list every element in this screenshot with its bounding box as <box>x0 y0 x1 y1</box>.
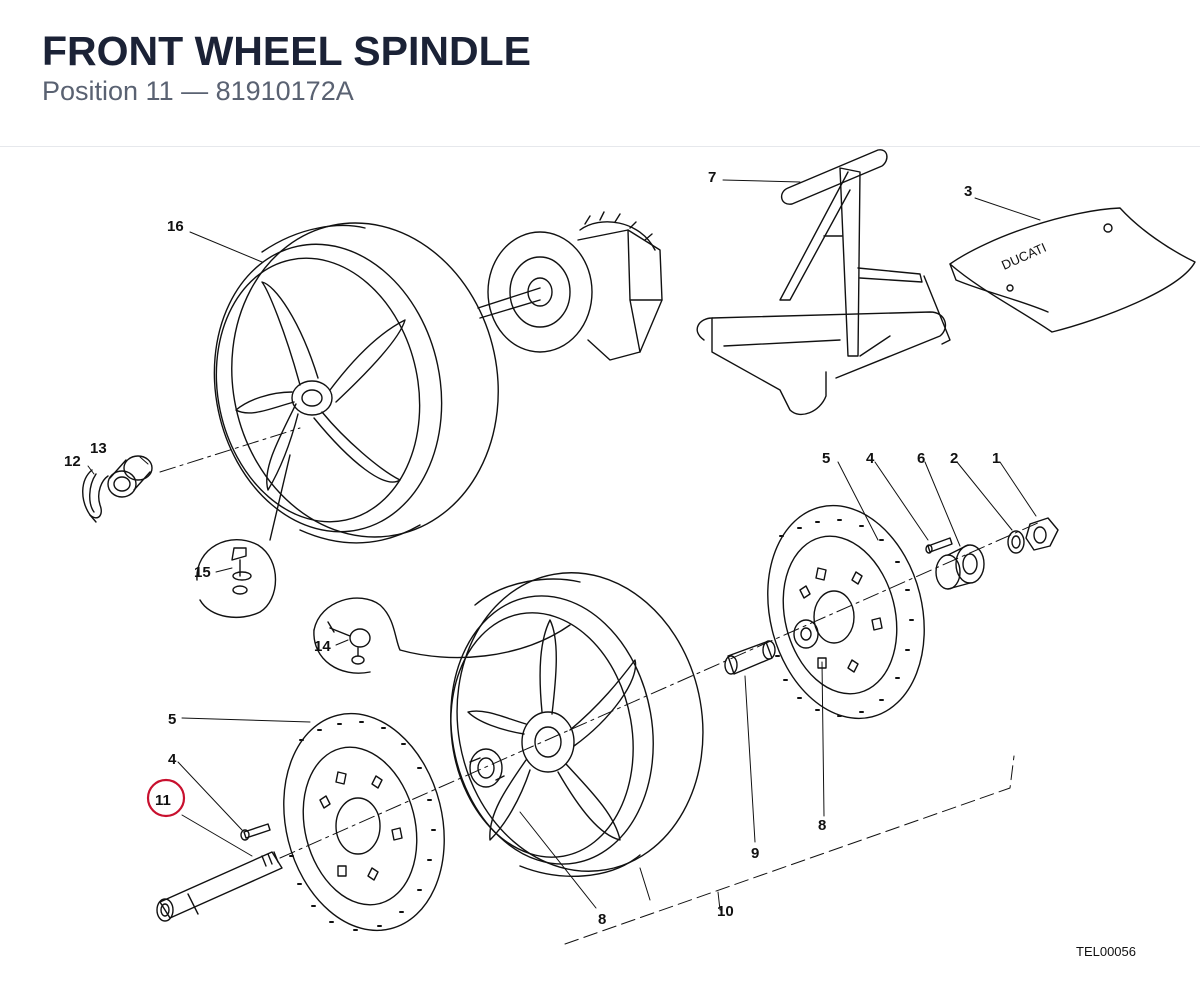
label-15: 15 <box>194 564 211 581</box>
label-4-upper: 4 <box>866 450 875 467</box>
label-14: 14 <box>314 638 331 655</box>
clip-part-12[interactable] <box>82 469 109 523</box>
rear-wheel-part-16[interactable] <box>188 198 527 562</box>
rear-drive-assembly <box>477 211 663 361</box>
bush-part-13[interactable] <box>107 455 153 498</box>
bolt-lower-part-4[interactable] <box>240 823 271 841</box>
brake-disc-right-part-5[interactable] <box>746 489 946 735</box>
leader-lines <box>87 179 1041 945</box>
nut-part-1[interactable] <box>1025 517 1059 551</box>
valve-part-15[interactable] <box>196 454 291 619</box>
page-title: FRONT WHEEL SPINDLE <box>42 28 531 74</box>
spacer-part-9[interactable] <box>724 640 776 675</box>
page-subtitle: Position 11 — 81910172A <box>42 76 354 106</box>
label-11: 11 <box>155 792 171 809</box>
cover-brand-text: DUCATI <box>999 240 1048 273</box>
page-header: FRONT WHEEL SPINDLE Position 11 — 819101… <box>0 0 1200 147</box>
bolt-upper-part-4[interactable] <box>925 537 953 554</box>
drawing-reference: TEL00056 <box>1076 944 1136 959</box>
label-8-right: 8 <box>818 817 826 834</box>
label-16: 16 <box>167 218 184 235</box>
label-8-lower: 8 <box>598 911 606 928</box>
label-2: 2 <box>950 450 958 467</box>
label-7: 7 <box>708 169 716 186</box>
cover-part-3[interactable] <box>949 207 1196 333</box>
label-6: 6 <box>917 450 925 467</box>
washer-part-2[interactable] <box>1007 530 1025 554</box>
label-5-upper: 5 <box>822 450 830 467</box>
exploded-parts-diagram: 16 7 3 13 12 15 14 5 4 6 2 1 5 4 8 9 8 1… <box>0 146 1200 986</box>
label-10: 10 <box>717 903 734 920</box>
front-wheel-assembly[interactable] <box>430 553 726 891</box>
label-1: 1 <box>992 450 1000 467</box>
label-9: 9 <box>751 845 759 862</box>
label-4-lower: 4 <box>168 751 177 768</box>
brake-disc-left-part-5[interactable] <box>262 696 467 947</box>
bearing-left-part-8[interactable] <box>469 748 505 788</box>
front-wheel-spindle-part-11[interactable] <box>156 851 283 922</box>
valve-part-14[interactable] <box>313 597 571 674</box>
label-12: 12 <box>64 453 81 470</box>
label-3: 3 <box>964 183 972 200</box>
highlight-part-11[interactable]: 11 <box>146 778 186 818</box>
label-5-lower: 5 <box>168 711 176 728</box>
spacer-part-6[interactable] <box>935 544 985 590</box>
label-13: 13 <box>90 440 107 457</box>
paddock-stand-part-7[interactable] <box>696 149 951 415</box>
